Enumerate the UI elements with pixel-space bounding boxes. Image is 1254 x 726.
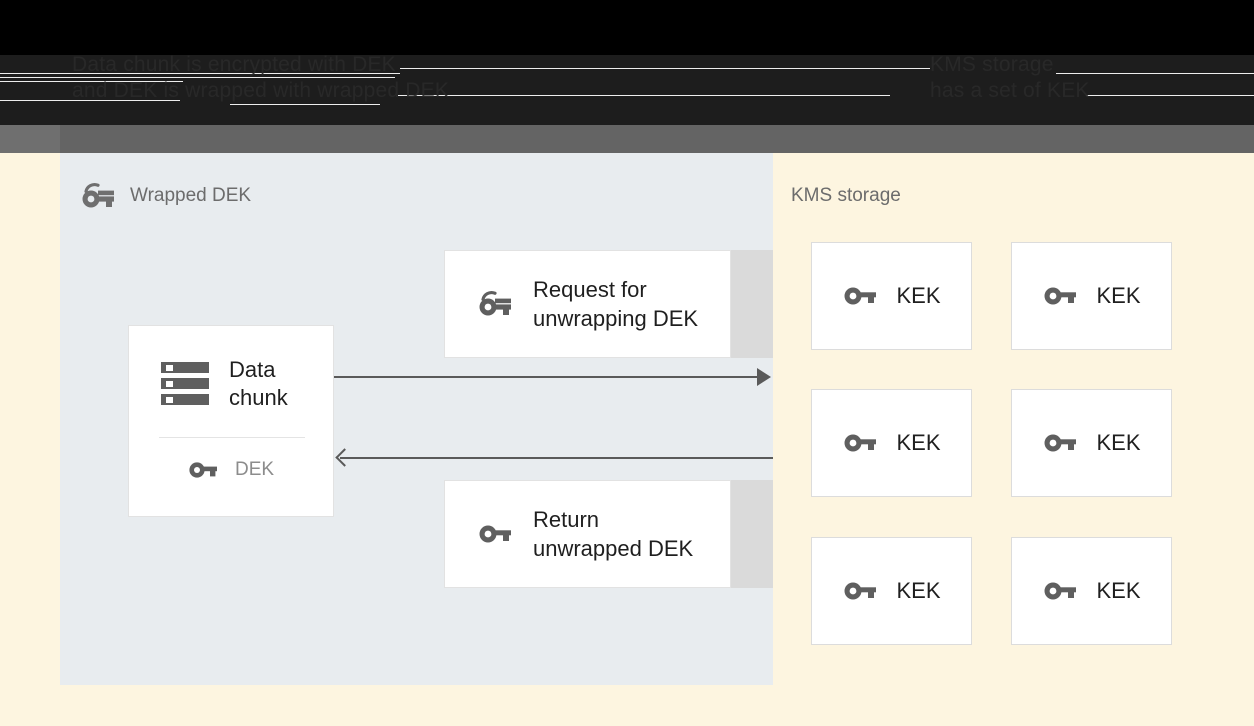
kek-box[interactable]: KEK bbox=[1011, 537, 1172, 645]
key-icon bbox=[842, 284, 878, 308]
request-message-label: Request for unwrapping DEK bbox=[533, 277, 699, 331]
kek-box[interactable]: KEK bbox=[1011, 389, 1172, 497]
server-storage-icon bbox=[159, 360, 211, 408]
kms-storage-title: KMS storage bbox=[791, 185, 901, 206]
kek-label: KEK bbox=[1096, 578, 1141, 603]
chrome-black-band bbox=[0, 0, 1254, 55]
kek-label: KEK bbox=[1096, 283, 1141, 308]
data-chunk-header: Data chunk bbox=[129, 326, 333, 412]
return-message-card[interactable]: Return unwrapped DEK bbox=[444, 480, 731, 588]
chrome-headline-left: Data chunk is encrypted with DEK and DEK… bbox=[72, 53, 450, 102]
data-chunk-dek-row: DEK bbox=[187, 459, 274, 481]
kek-label: KEK bbox=[896, 578, 941, 603]
key-icon bbox=[842, 431, 878, 455]
wrapped-key-icon bbox=[80, 182, 116, 210]
kek-box[interactable]: KEK bbox=[811, 389, 972, 497]
return-arrow-line bbox=[340, 457, 773, 459]
kek-label: KEK bbox=[896, 430, 941, 455]
key-icon bbox=[477, 522, 513, 546]
kek-box[interactable]: KEK bbox=[811, 242, 972, 350]
chrome-dark-band bbox=[0, 55, 1254, 125]
kek-label: KEK bbox=[1096, 430, 1141, 455]
key-icon bbox=[1042, 431, 1078, 455]
kek-box[interactable]: KEK bbox=[1011, 242, 1172, 350]
wrapped-key-icon bbox=[477, 290, 513, 318]
wrapped-dek-title: Wrapped DEK bbox=[130, 185, 252, 206]
data-chunk-dek-label: DEK bbox=[235, 459, 275, 480]
key-icon bbox=[842, 579, 878, 603]
kek-label: KEK bbox=[896, 283, 941, 308]
key-icon bbox=[1042, 284, 1078, 308]
wrapped-dek-title-row: Wrapped DEK bbox=[80, 182, 251, 210]
data-chunk-card[interactable]: Data chunk DEK bbox=[128, 325, 334, 517]
return-message-label: Return unwrapped DEK bbox=[533, 507, 694, 561]
chrome-gray-band bbox=[0, 125, 1254, 153]
return-card-extension bbox=[730, 480, 773, 588]
request-arrow-head bbox=[757, 368, 771, 386]
kek-box[interactable]: KEK bbox=[811, 537, 972, 645]
data-chunk-divider bbox=[159, 437, 305, 438]
key-icon bbox=[187, 459, 219, 481]
request-message-card[interactable]: Request for unwrapping DEK bbox=[444, 250, 731, 358]
request-card-extension bbox=[730, 250, 773, 358]
chrome-headline-right: KMS storage has a set of KEK bbox=[930, 53, 1090, 102]
data-chunk-label: Data chunk bbox=[229, 357, 288, 410]
chrome-gray-notch bbox=[0, 125, 60, 153]
request-arrow-line bbox=[334, 376, 757, 378]
key-icon bbox=[1042, 579, 1078, 603]
